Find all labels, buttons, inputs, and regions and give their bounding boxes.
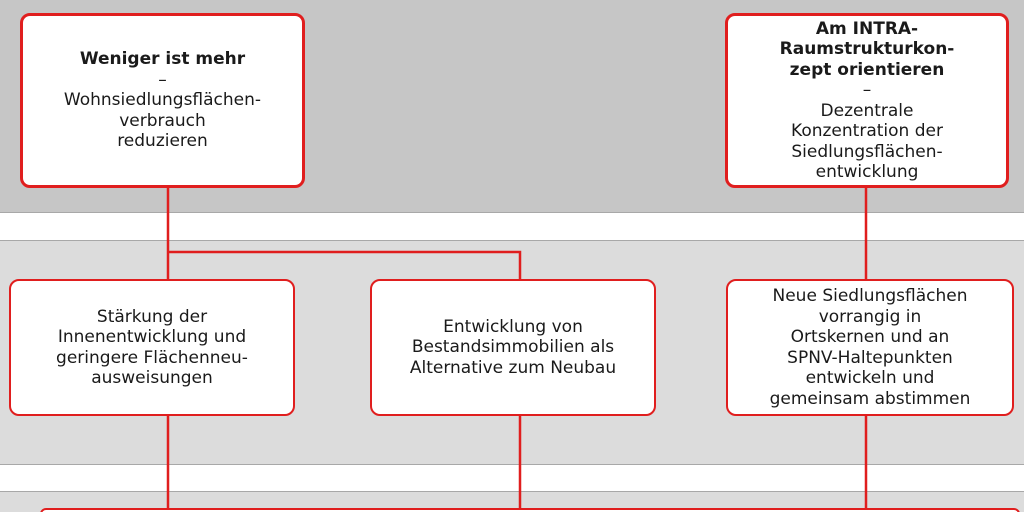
measure-line: geringere Flächenneu-: [56, 347, 248, 368]
goal-line: verbrauch: [119, 110, 206, 131]
goal-title-line: zept orientieren: [789, 59, 945, 80]
goal-title-line: Am INTRA-: [815, 18, 919, 39]
measure-box-inner-development: Stärkung der Innenentwicklung und gering…: [9, 279, 295, 416]
measure-line: Stärkung der: [96, 306, 208, 327]
connector-top-left-to-mid-center: [168, 250, 522, 279]
measure-line: vorrangig in: [818, 306, 922, 327]
measure-line: ausweisungen: [91, 368, 213, 388]
goal-title-line: Raumstrukturkon-: [779, 39, 955, 59]
bottom-level-band: [0, 491, 1024, 512]
goal-box-less-is-more: Weniger ist mehr – Wohnsiedlungsflächen-…: [20, 13, 305, 188]
measure-box-new-settlement-areas: Neue Siedlungsflächen vorrangig in Ortsk…: [726, 279, 1014, 416]
measure-line: Ortskernen und an: [790, 327, 950, 347]
measure-box-existing-properties: Entwicklung von Bestandsimmobilien als A…: [370, 279, 656, 416]
goal-dash: –: [862, 80, 872, 100]
measure-line: SPNV-Haltepunkten: [787, 347, 953, 368]
measure-line: Bestandsimmobilien als: [411, 337, 615, 358]
goal-line: Wohnsiedlungsflächen-: [63, 90, 262, 111]
measure-line: Entwicklung von: [443, 316, 583, 337]
goal-line: reduzieren: [117, 131, 208, 152]
goal-box-intra-concept: Am INTRA- Raumstrukturkon- zept orientie…: [725, 13, 1009, 188]
bottom-box-partial: [40, 508, 1020, 512]
measure-line: Neue Siedlungsflächen: [772, 286, 968, 306]
measure-line: gemeinsam abstimmen: [769, 388, 971, 409]
goal-line: Siedlungsflächen-: [791, 141, 943, 162]
goal-line: entwicklung: [815, 162, 919, 182]
goal-title: Weniger ist mehr: [79, 49, 246, 70]
goal-dash: –: [158, 69, 167, 90]
measure-line: Innenentwicklung und: [57, 327, 247, 347]
goal-line: Konzentration der: [791, 121, 943, 141]
measure-line: entwickeln und: [805, 368, 935, 388]
goal-line: Dezentrale: [820, 100, 914, 121]
measure-line: Alternative zum Neubau: [409, 357, 617, 378]
